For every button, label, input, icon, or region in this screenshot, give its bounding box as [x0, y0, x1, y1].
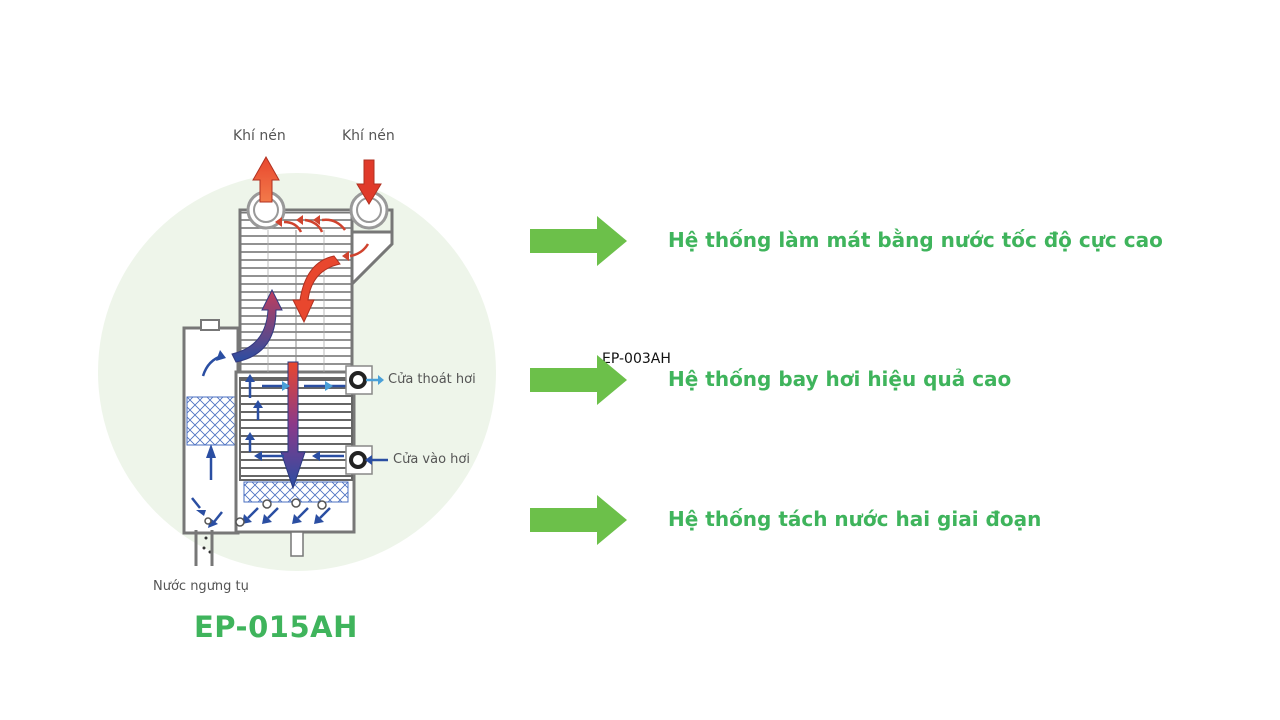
air-in-arrow — [356, 159, 382, 205]
feature-text: Hệ thống làm mát bằng nước tốc độ cực ca… — [668, 228, 1163, 252]
dryer-diagram — [98, 155, 496, 571]
demister-mesh — [186, 396, 236, 446]
refrigerant-outlet-port — [349, 371, 367, 389]
condensate-drops — [204, 498, 327, 527]
model-title: EP-015AH — [194, 610, 358, 644]
label-condensate: Nước ngưng tụ — [153, 579, 249, 594]
label-compressed-air-in: Khí nén — [342, 128, 395, 144]
feature-text: Hệ thống bay hơi hiệu quả cao — [668, 367, 1012, 391]
central-flow-arrow — [280, 361, 306, 490]
green-arrow-icon — [530, 495, 627, 545]
green-arrow-icon — [530, 216, 627, 266]
green-arrow-icon — [530, 355, 627, 405]
cold-air-return-arrow — [231, 288, 283, 363]
refrigerant-inlet-port — [349, 451, 367, 469]
header-flow-arrows — [283, 218, 370, 258]
feature-item: Hệ thống tách nước hai giai đoạn — [530, 495, 1250, 545]
air-out-arrow — [252, 155, 280, 203]
feature-text: Hệ thống tách nước hai giai đoạn — [668, 507, 1042, 531]
label-refrigerant-inlet: Cửa vào hơi — [393, 452, 470, 467]
bottom-flow-arrows — [191, 497, 331, 523]
feature-item: Hệ thống làm mát bằng nước tốc độ cực ca… — [530, 216, 1250, 266]
label-refrigerant-outlet: Cửa thoát hơi — [388, 372, 476, 387]
feature-item: Hệ thống bay hơi hiệu quả cao — [530, 355, 1250, 405]
label-compressed-air-out: Khí nén — [233, 128, 286, 144]
model-subtitle: EP-003AH — [602, 351, 671, 367]
hot-air-curve-arrow — [292, 255, 341, 324]
condensate-drain — [194, 530, 214, 566]
